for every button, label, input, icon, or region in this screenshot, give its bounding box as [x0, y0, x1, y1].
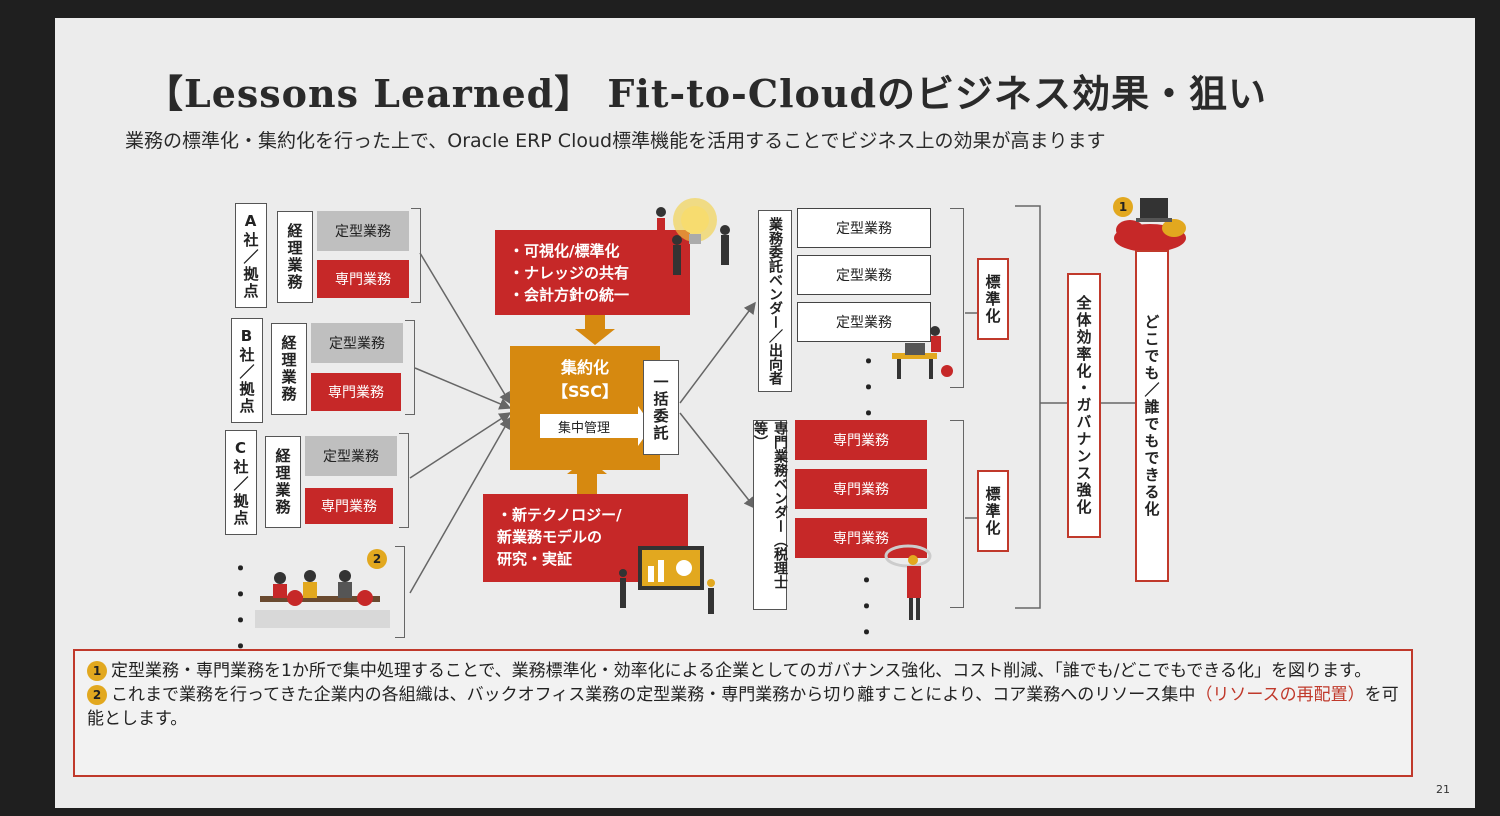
expert-item-3: 専門業務 — [795, 518, 927, 558]
consultant-illustration — [883, 538, 933, 623]
site-b-routine: 定型業務 — [311, 323, 403, 363]
bpo-ellipsis: ・・・ — [855, 351, 879, 429]
site-b-bracket — [405, 320, 415, 415]
down-arrow-top-icon — [575, 315, 615, 345]
up-arrow-bottom-icon — [567, 458, 607, 494]
bulk-outsource-label: 一括委託 — [643, 360, 679, 455]
site-c-dept: 経理業務 — [265, 436, 301, 528]
cloud-laptop-illustration — [1110, 188, 1190, 258]
anywhere-anyone-label: どこでも／誰でもできる化 — [1135, 250, 1169, 582]
lightbulb-people-illustration — [645, 190, 740, 280]
page-subtitle: 業務の標準化・集約化を行った上で、Oracle ERP Cloud標準機能を活用… — [125, 130, 1106, 152]
desk-worker-illustration — [887, 323, 957, 383]
page-number: 21 — [1436, 783, 1450, 796]
ssc-title: 集約化 【SSC】 — [551, 358, 619, 401]
site-c-special: 専門業務 — [305, 488, 393, 524]
connector-lines — [409, 205, 1135, 609]
expert-vendor-label: 専門業務ベンダー（税理士等） — [752, 420, 788, 610]
overall-efficiency-label: 全体効率化・ガバナンス強化 — [1067, 273, 1101, 538]
presentation-illustration — [600, 538, 720, 618]
standardize-label-1: 標準化 — [977, 258, 1009, 340]
expert-bracket — [950, 420, 964, 608]
site-a-routine: 定型業務 — [317, 211, 409, 251]
site-a-dept: 経理業務 — [277, 211, 313, 303]
expert-item-2: 専門業務 — [795, 469, 927, 509]
site-c-routine: 定型業務 — [305, 436, 397, 476]
left-ellipsis-bracket — [395, 546, 405, 638]
site-a-bracket — [411, 208, 421, 303]
office-workers-illustration — [255, 548, 390, 628]
left-ellipsis: ・・・・ — [227, 558, 251, 662]
site-b-label: B社／拠点 — [231, 318, 263, 423]
bpo-item-1: 定型業務 — [797, 208, 931, 248]
ssc-block: 集約化 【SSC】 集中管理 — [510, 346, 660, 470]
site-a-label: A社／拠点 — [235, 203, 267, 308]
site-c-bracket — [399, 433, 409, 528]
badge-1-small: 1 — [1113, 196, 1137, 217]
slide: 【Lessons Learned】 Fit-to-Cloudのビジネス効果・狙い… — [55, 18, 1475, 808]
site-b-dept: 経理業務 — [271, 323, 307, 415]
site-b-special: 専門業務 — [311, 373, 401, 411]
standardize-label-2: 標準化 — [977, 470, 1009, 552]
site-a-special: 専門業務 — [317, 260, 409, 298]
expert-item-1: 専門業務 — [795, 420, 927, 460]
site-c-label: C社／拠点 — [225, 430, 257, 535]
right-arrow-icon — [628, 406, 652, 446]
expert-ellipsis: ・・・ — [853, 570, 877, 648]
bpo-bracket — [950, 208, 964, 388]
ssc-arrow-label: 集中管理 — [540, 414, 628, 438]
page-title: 【Lessons Learned】 Fit-to-Cloudのビジネス効果・狙い — [145, 71, 1268, 116]
bpo-item-2: 定型業務 — [797, 255, 931, 295]
bpo-vendor-label: 業務委託ベンダー／出向者 — [758, 210, 792, 392]
badge-2-small: 2 — [367, 548, 391, 569]
bpo-item-3: 定型業務 — [797, 302, 931, 342]
